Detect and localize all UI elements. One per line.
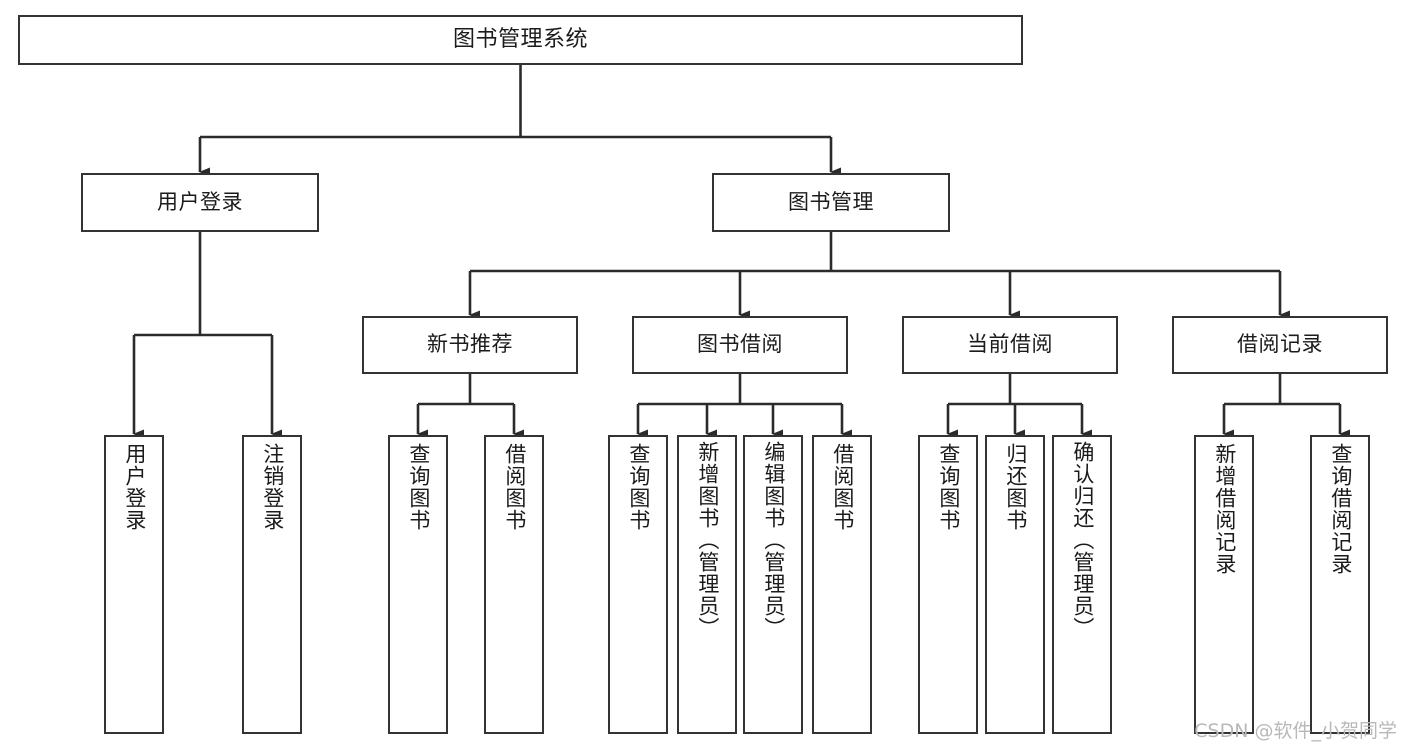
node-leaf-logout-label: 注销登录 bbox=[260, 443, 285, 531]
node-user-login[interactable]: 用户登录 bbox=[81, 173, 319, 232]
node-leaf-user-login-label: 用户登录 bbox=[122, 443, 147, 531]
node-leaf-edit-book[interactable]: 编辑图书（管理员） bbox=[743, 435, 803, 734]
node-leaf-add-record-label: 新增借阅记录 bbox=[1212, 443, 1237, 575]
node-borrow-record-label: 借阅记录 bbox=[1237, 332, 1323, 357]
node-leaf-return-book[interactable]: 归还图书 bbox=[985, 435, 1045, 734]
node-leaf-add-record[interactable]: 新增借阅记录 bbox=[1194, 435, 1254, 734]
node-book-borrow[interactable]: 图书借阅 bbox=[632, 316, 848, 374]
node-root-label: 图书管理系统 bbox=[452, 26, 588, 52]
node-leaf-query-record-label: 查询借阅记录 bbox=[1328, 443, 1353, 575]
node-leaf-confirm-return[interactable]: 确认归还（管理员） bbox=[1052, 435, 1112, 734]
node-leaf-user-login[interactable]: 用户登录 bbox=[104, 435, 164, 734]
node-book-borrow-label: 图书借阅 bbox=[697, 332, 783, 357]
node-leaf-borrow-book-1-label: 借阅图书 bbox=[502, 443, 527, 531]
node-book-manage[interactable]: 图书管理 bbox=[712, 173, 950, 232]
node-leaf-query-book-2-label: 查询图书 bbox=[626, 443, 651, 531]
watermark-text: CSDN @软件_小贺同学 bbox=[1194, 720, 1397, 742]
node-leaf-query-record[interactable]: 查询借阅记录 bbox=[1310, 435, 1370, 734]
node-leaf-confirm-return-label: 确认归还（管理员） bbox=[1070, 441, 1095, 639]
node-root[interactable]: 图书管理系统 bbox=[18, 15, 1023, 65]
node-leaf-edit-book-label: 编辑图书（管理员） bbox=[761, 441, 786, 639]
node-leaf-query-book-1[interactable]: 查询图书 bbox=[388, 435, 448, 734]
node-book-manage-label: 图书管理 bbox=[788, 189, 874, 214]
node-current-borrow[interactable]: 当前借阅 bbox=[902, 316, 1118, 374]
node-leaf-borrow-book-1[interactable]: 借阅图书 bbox=[484, 435, 544, 734]
node-user-login-label: 用户登录 bbox=[157, 189, 243, 214]
node-leaf-return-book-label: 归还图书 bbox=[1003, 443, 1028, 531]
node-leaf-add-book-label: 新增图书（管理员） bbox=[695, 441, 720, 639]
node-borrow-record[interactable]: 借阅记录 bbox=[1172, 316, 1388, 374]
node-current-borrow-label: 当前借阅 bbox=[967, 332, 1053, 357]
node-new-book-rec[interactable]: 新书推荐 bbox=[362, 316, 578, 374]
node-leaf-borrow-book-2-label: 借阅图书 bbox=[830, 443, 855, 531]
node-leaf-borrow-book-2[interactable]: 借阅图书 bbox=[812, 435, 872, 734]
node-leaf-query-book-1-label: 查询图书 bbox=[406, 443, 431, 531]
node-new-book-rec-label: 新书推荐 bbox=[427, 332, 513, 357]
node-leaf-query-book-2[interactable]: 查询图书 bbox=[608, 435, 668, 734]
node-leaf-query-book-3[interactable]: 查询图书 bbox=[918, 435, 978, 734]
node-leaf-query-book-3-label: 查询图书 bbox=[936, 443, 961, 531]
node-leaf-logout[interactable]: 注销登录 bbox=[242, 435, 302, 734]
node-leaf-add-book[interactable]: 新增图书（管理员） bbox=[677, 435, 737, 734]
